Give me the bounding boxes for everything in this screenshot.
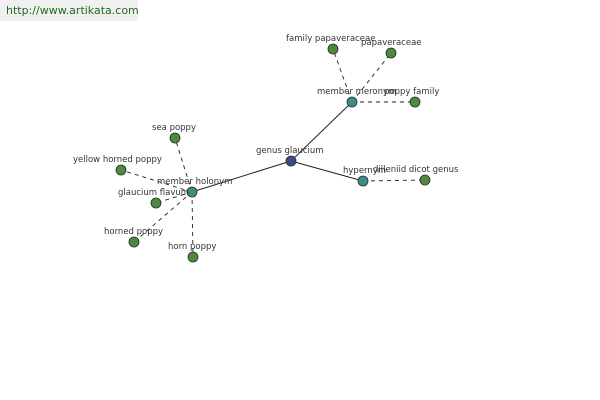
label-member-meronym[interactable]: member meronym xyxy=(317,87,396,97)
node-dilleniid-dicot-genus[interactable] xyxy=(419,174,431,186)
node-genus-glaucium[interactable] xyxy=(285,155,297,167)
edge-genus-glaucium-to-member-holonym xyxy=(191,160,292,193)
label-glaucium-flavum[interactable]: glaucium flavum xyxy=(118,188,189,198)
node-papaveraceae[interactable] xyxy=(385,47,397,59)
label-dilleniid-dicot-genus[interactable]: dilleniid dicot genus xyxy=(373,165,459,175)
label-sea-poppy[interactable]: sea poppy xyxy=(152,123,196,133)
label-papaveraceae[interactable]: papaveraceae xyxy=(361,38,422,48)
node-glaucium-flavum[interactable] xyxy=(150,197,162,209)
source-banner: http://www.artikata.com xyxy=(0,0,139,21)
edge-member-holonym-to-glaucium-flavum xyxy=(155,191,193,204)
node-sea-poppy[interactable] xyxy=(169,132,181,144)
label-yellow-horned-poppy[interactable]: yellow horned poppy xyxy=(73,155,162,165)
edges-layer xyxy=(120,48,426,258)
node-member-holonym[interactable] xyxy=(186,186,198,198)
edge-member-meronym-to-family-papaveraceae xyxy=(332,48,353,103)
source-url-link[interactable]: http://www.artikata.com xyxy=(6,4,139,17)
nodes-layer xyxy=(115,43,431,263)
labels-layer: genus glaucium member meronym hypernym memb… xyxy=(73,34,459,252)
edge-hypernym-to-dilleniid-dicot-genus xyxy=(362,179,426,182)
node-yellow-horned-poppy[interactable] xyxy=(115,164,127,176)
label-member-holonym[interactable]: member holonym xyxy=(157,177,232,187)
label-poppy-family[interactable]: poppy family xyxy=(384,87,439,97)
edge-genus-glaucium-to-hypernym xyxy=(290,160,364,182)
node-horn-poppy[interactable] xyxy=(187,251,199,263)
edge-member-meronym-to-papaveraceae xyxy=(351,52,392,103)
node-member-meronym[interactable] xyxy=(346,96,358,108)
label-hypernym[interactable]: hypernym xyxy=(343,166,386,176)
label-genus-glaucium[interactable]: genus glaucium xyxy=(256,146,324,156)
label-horned-poppy[interactable]: horned poppy xyxy=(104,227,163,237)
edge-member-holonym-to-sea-poppy xyxy=(174,137,193,193)
label-horn-poppy[interactable]: horn poppy xyxy=(168,242,216,252)
label-family-papaveraceae[interactable]: family papaveraceae xyxy=(286,34,375,44)
node-hypernym[interactable] xyxy=(357,175,369,187)
node-poppy-family[interactable] xyxy=(409,96,421,108)
node-family-papaveraceae[interactable] xyxy=(327,43,339,55)
edge-genus-glaucium-to-member-meronym xyxy=(290,101,353,162)
node-horned-poppy[interactable] xyxy=(128,236,140,248)
edge-member-holonym-to-horn-poppy xyxy=(191,191,194,258)
